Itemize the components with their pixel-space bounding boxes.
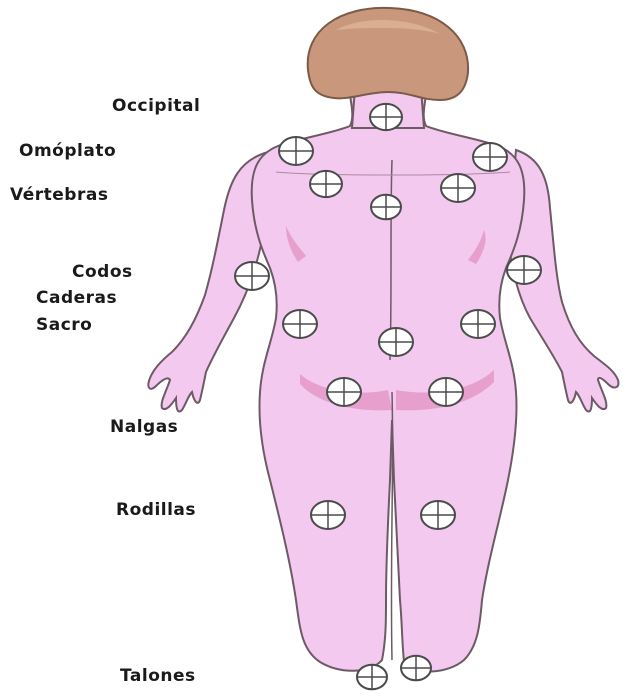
label-rodillas: Rodillas [116,500,196,520]
marker-cadera-left [283,310,317,338]
marker-nalga-right [429,378,463,406]
marker-codo-left [235,262,269,290]
marker-vertebra-lower [371,195,401,220]
marker-scapula-left [310,171,342,197]
marker-nalga-left [327,378,361,406]
label-omoplato: Omóplato [19,141,116,161]
marker-talon-left [357,665,387,690]
body-silhouette [148,88,618,672]
marker-codo-right [507,256,541,284]
marker-omoplato-left [279,137,313,165]
label-nalgas: Nalgas [110,417,178,437]
marker-occipital [370,104,402,130]
label-occipital: Occipital [112,96,200,116]
marker-scapula-right [441,174,475,202]
label-caderas: Caderas [36,288,117,308]
marker-talon-right [401,656,431,681]
head [308,8,468,100]
marker-sacro [379,328,413,356]
label-codos: Codos [72,262,133,282]
label-sacro: Sacro [36,315,92,335]
marker-rodilla-right [421,501,455,529]
label-talones: Talones [120,666,196,686]
marker-rodilla-left [311,501,345,529]
label-vertebras: Vértebras [10,185,108,205]
marker-cadera-right [461,310,495,338]
marker-omoplato-right [473,143,507,171]
